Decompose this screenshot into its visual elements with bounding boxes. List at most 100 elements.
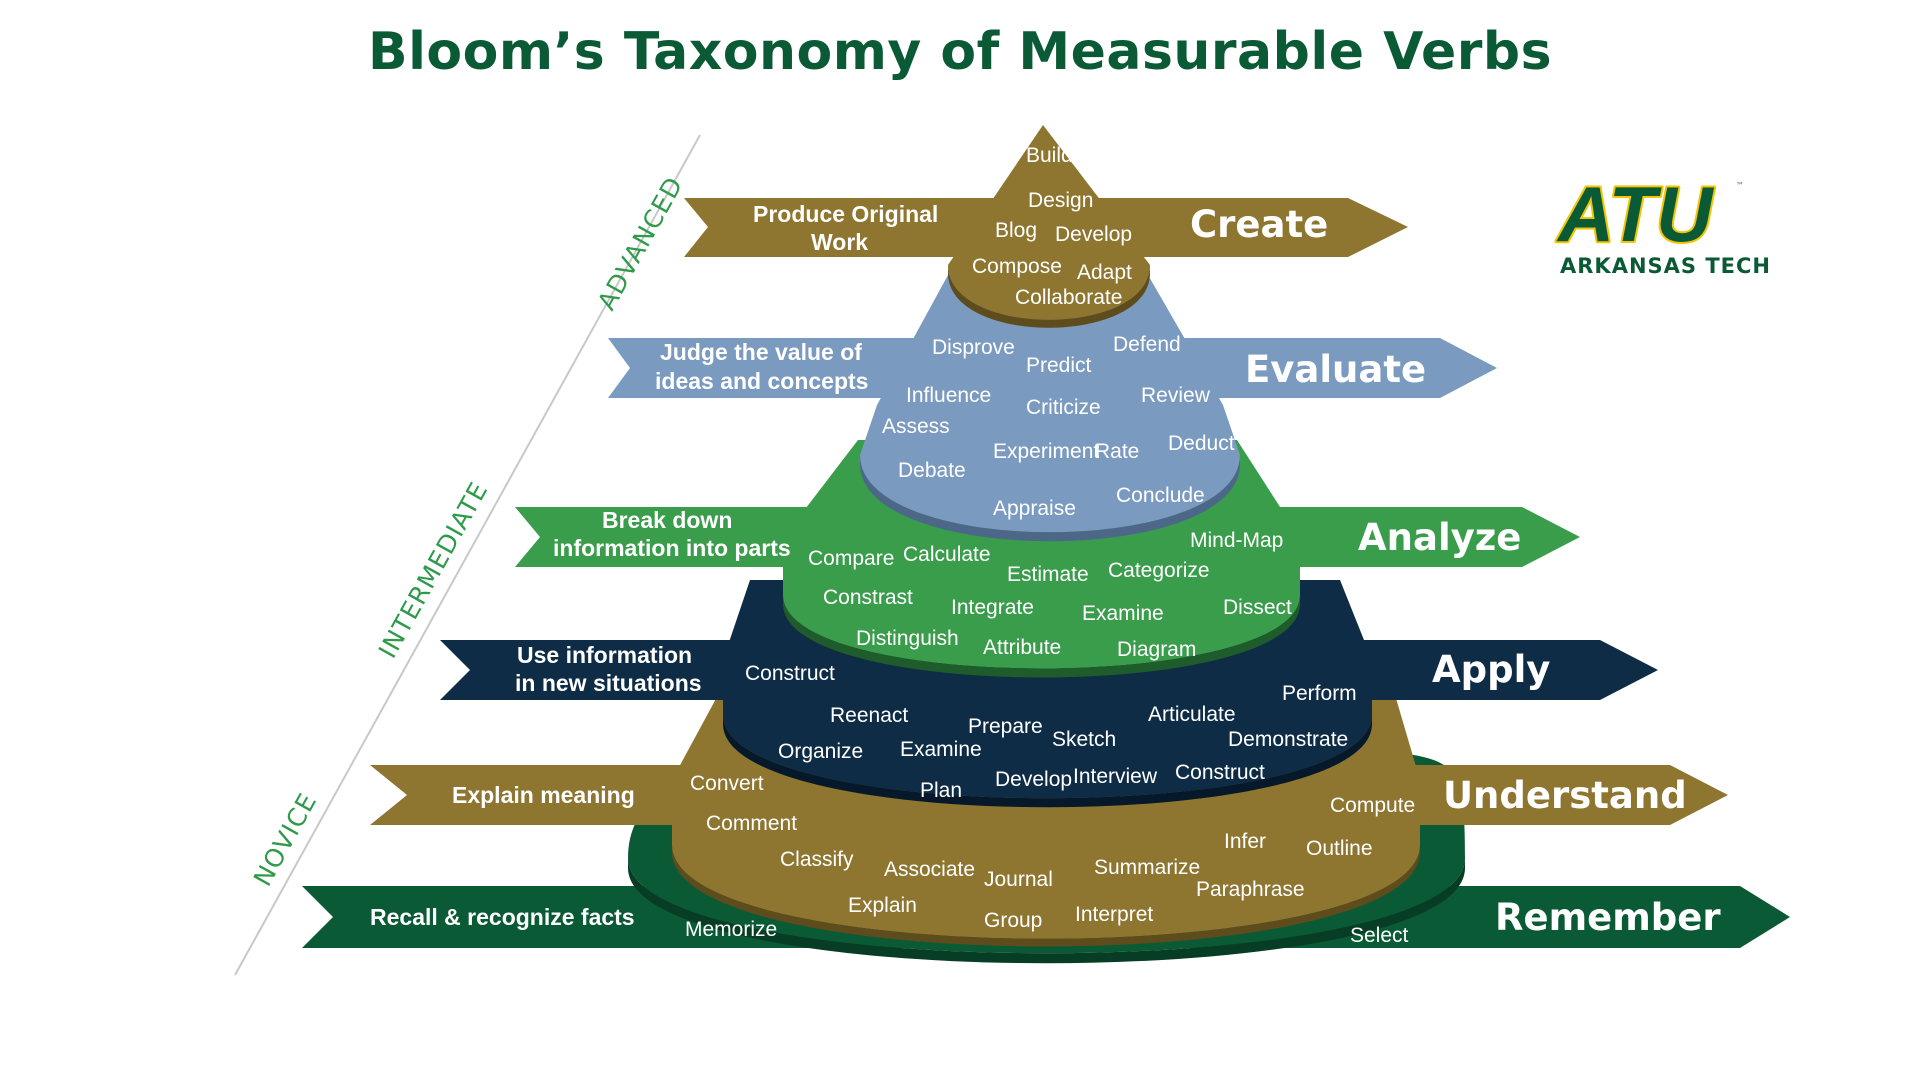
verb: Interview	[1073, 765, 1158, 788]
verb: Summarize	[1094, 856, 1200, 879]
verb: Examine	[900, 738, 982, 761]
verb: Build	[1026, 144, 1073, 167]
verb: Develop	[995, 768, 1072, 791]
verb: Comment	[706, 812, 797, 835]
evaluate-tier	[860, 275, 1240, 533]
verb: Conclude	[1116, 484, 1205, 507]
remember-description: Recall & recognize facts	[370, 904, 635, 930]
verb: Mind-Map	[1190, 529, 1283, 552]
verb: Repeat	[1165, 962, 1233, 985]
verb: Match	[1262, 968, 1319, 991]
verb: Group	[984, 909, 1042, 932]
verb: Infer	[1224, 830, 1266, 853]
verb: Compose	[972, 255, 1062, 278]
verb: Organize	[778, 740, 863, 763]
verb: Influence	[906, 384, 991, 407]
evaluate-level-name: Evaluate	[1245, 348, 1426, 391]
verb: Compare	[808, 547, 894, 570]
verb: Tell	[752, 952, 784, 975]
verb: Label	[1148, 1007, 1199, 1030]
verb: Spell	[1082, 977, 1129, 1000]
verb: Constrast	[823, 586, 913, 609]
verb: Assess	[882, 415, 950, 438]
verb: Diagram	[1117, 638, 1196, 661]
verb: Criticize	[1026, 396, 1101, 419]
understand-level-name: Understand	[1443, 774, 1687, 817]
verb: Sketch	[1052, 728, 1116, 751]
evaluate-description-line-2: ideas and concepts	[655, 368, 868, 394]
verb: Copy	[808, 960, 858, 983]
apply-description-line-2: in new situations	[515, 670, 702, 696]
verb: Outline	[1306, 837, 1373, 860]
verb: Articulate	[1148, 703, 1236, 726]
level-evaluate: Judge the value of ideas and concepts Ev…	[608, 275, 1497, 542]
side-label-intermediate: INTERMEDIATE	[373, 477, 494, 663]
atu-logo-trademark: ™	[1736, 181, 1744, 190]
verb: Search	[1048, 1015, 1115, 1038]
level-guide-line	[234, 134, 701, 976]
side-label-advanced: ADVANCED	[592, 172, 689, 315]
understand-description: Explain meaning	[452, 782, 635, 808]
evaluate-description-line-1: Judge the value of	[660, 339, 862, 365]
atu-logo-mark: ATU	[1556, 170, 1714, 258]
verb: Classify	[780, 848, 854, 871]
apply-description-line-1: Use information	[517, 642, 692, 668]
verb: Construct	[745, 662, 835, 685]
verb: Associate	[884, 858, 975, 881]
verb: Perform	[1282, 682, 1357, 705]
verb: Dissect	[1223, 596, 1292, 619]
page-title: Bloom’s Taxonomy of Measurable Verbs	[367, 22, 1553, 82]
create-level-name: Create	[1190, 203, 1328, 246]
verb: Paraphrase	[1196, 878, 1305, 901]
verb: Demonstrate	[1228, 728, 1348, 751]
verb: Distinguish	[856, 627, 959, 650]
side-label-novice: NOVICE	[248, 788, 323, 891]
verb: Defend	[1113, 333, 1181, 356]
verb: Select	[1350, 924, 1409, 947]
remember-level-name: Remember	[1495, 896, 1721, 939]
create-description-line-2: Work	[811, 229, 868, 255]
verb: Journal	[984, 868, 1053, 891]
verb: Interpret	[1075, 903, 1153, 926]
verb: Integrate	[951, 596, 1034, 619]
verb: Blog	[995, 219, 1037, 242]
verb: Convert	[690, 772, 764, 795]
create-tier	[948, 125, 1150, 320]
verb: Adapt	[1077, 261, 1132, 284]
verb: Calculate	[903, 543, 991, 566]
verb: Review	[1141, 384, 1211, 407]
atu-logo-name: ARKANSAS TECH	[1560, 254, 1771, 278]
verb: Predict	[1026, 354, 1092, 377]
verb: Describe	[877, 980, 960, 1003]
verb: Appraise	[993, 497, 1076, 520]
verb: Debate	[898, 459, 966, 482]
verb: Memorize	[685, 918, 777, 941]
verb: Collaborate	[1015, 286, 1122, 309]
verb: Prepare	[968, 715, 1043, 738]
verb: Construct	[1175, 761, 1265, 784]
verb: Estimate	[1007, 563, 1089, 586]
verb: Categorize	[1108, 559, 1210, 582]
verb: Plan	[920, 779, 962, 802]
verb: Attribute	[983, 636, 1061, 659]
verb: Define	[952, 1015, 1013, 1038]
apply-level-name: Apply	[1432, 648, 1550, 691]
analyze-description-line-2: information into parts	[553, 535, 791, 561]
verb: Develop	[1055, 223, 1132, 246]
analyze-level-name: Analyze	[1358, 516, 1521, 559]
verb: Explain	[848, 894, 917, 917]
analyze-description-line-1: Break down	[602, 507, 732, 533]
verb: Compute	[1330, 794, 1415, 817]
level-create: Produce Original Work Create Build Desig…	[684, 125, 1408, 328]
verb: Design	[1028, 189, 1093, 212]
atu-logo: ATU ™ ARKANSAS TECH	[1554, 168, 1771, 278]
verb: Rate	[1095, 440, 1139, 463]
verb: Find	[998, 980, 1039, 1003]
verb: Disprove	[932, 336, 1015, 359]
verb: Experiment	[993, 440, 1099, 463]
verb: Deduct	[1168, 432, 1235, 455]
verb: Examine	[1082, 602, 1164, 625]
verb: Reenact	[830, 704, 908, 727]
